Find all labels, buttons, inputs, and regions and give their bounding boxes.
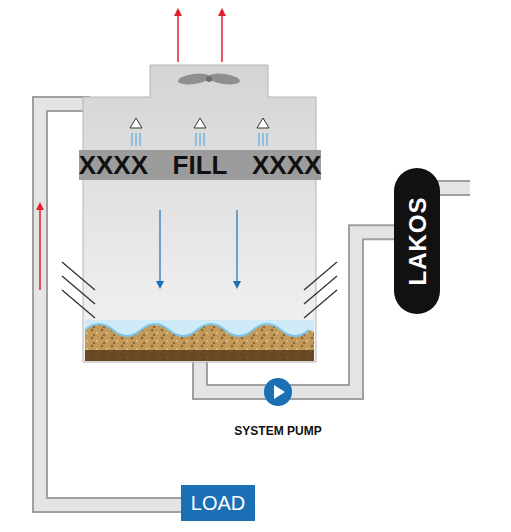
fill-band (79, 150, 321, 180)
node-text: LOAD (191, 491, 245, 515)
fill-band-label: FILL (169, 150, 232, 180)
pipe-outline (330, 232, 394, 392)
node-text: SYSTEM PUMP (226, 424, 330, 438)
fill-pattern-text: XXXX (252, 150, 321, 180)
basin (85, 320, 314, 361)
node-text: FILL (173, 150, 228, 180)
tower-housing (83, 65, 316, 362)
fill-pattern-text: XXXX (79, 150, 148, 180)
pump-symbol (264, 378, 292, 406)
pipe-body (330, 232, 394, 392)
pipe-connector (330, 232, 394, 392)
spray-nozzle (130, 118, 269, 128)
water-flow-arrow (236, 210, 237, 285)
fan-symbol (177, 72, 240, 86)
exhaust-arrow (221, 12, 223, 62)
flow-arrow (39, 206, 41, 290)
exhaust-arrow (177, 12, 179, 62)
water-spray (132, 133, 267, 146)
air-louver (62, 262, 337, 318)
node-text: LAKOS (403, 197, 431, 286)
water-flow-arrow (159, 210, 160, 285)
lakos-separator: LAKOS (394, 168, 440, 314)
system-pump: SYSTEM PUMP (226, 378, 330, 438)
load-box: LOAD (181, 485, 255, 521)
